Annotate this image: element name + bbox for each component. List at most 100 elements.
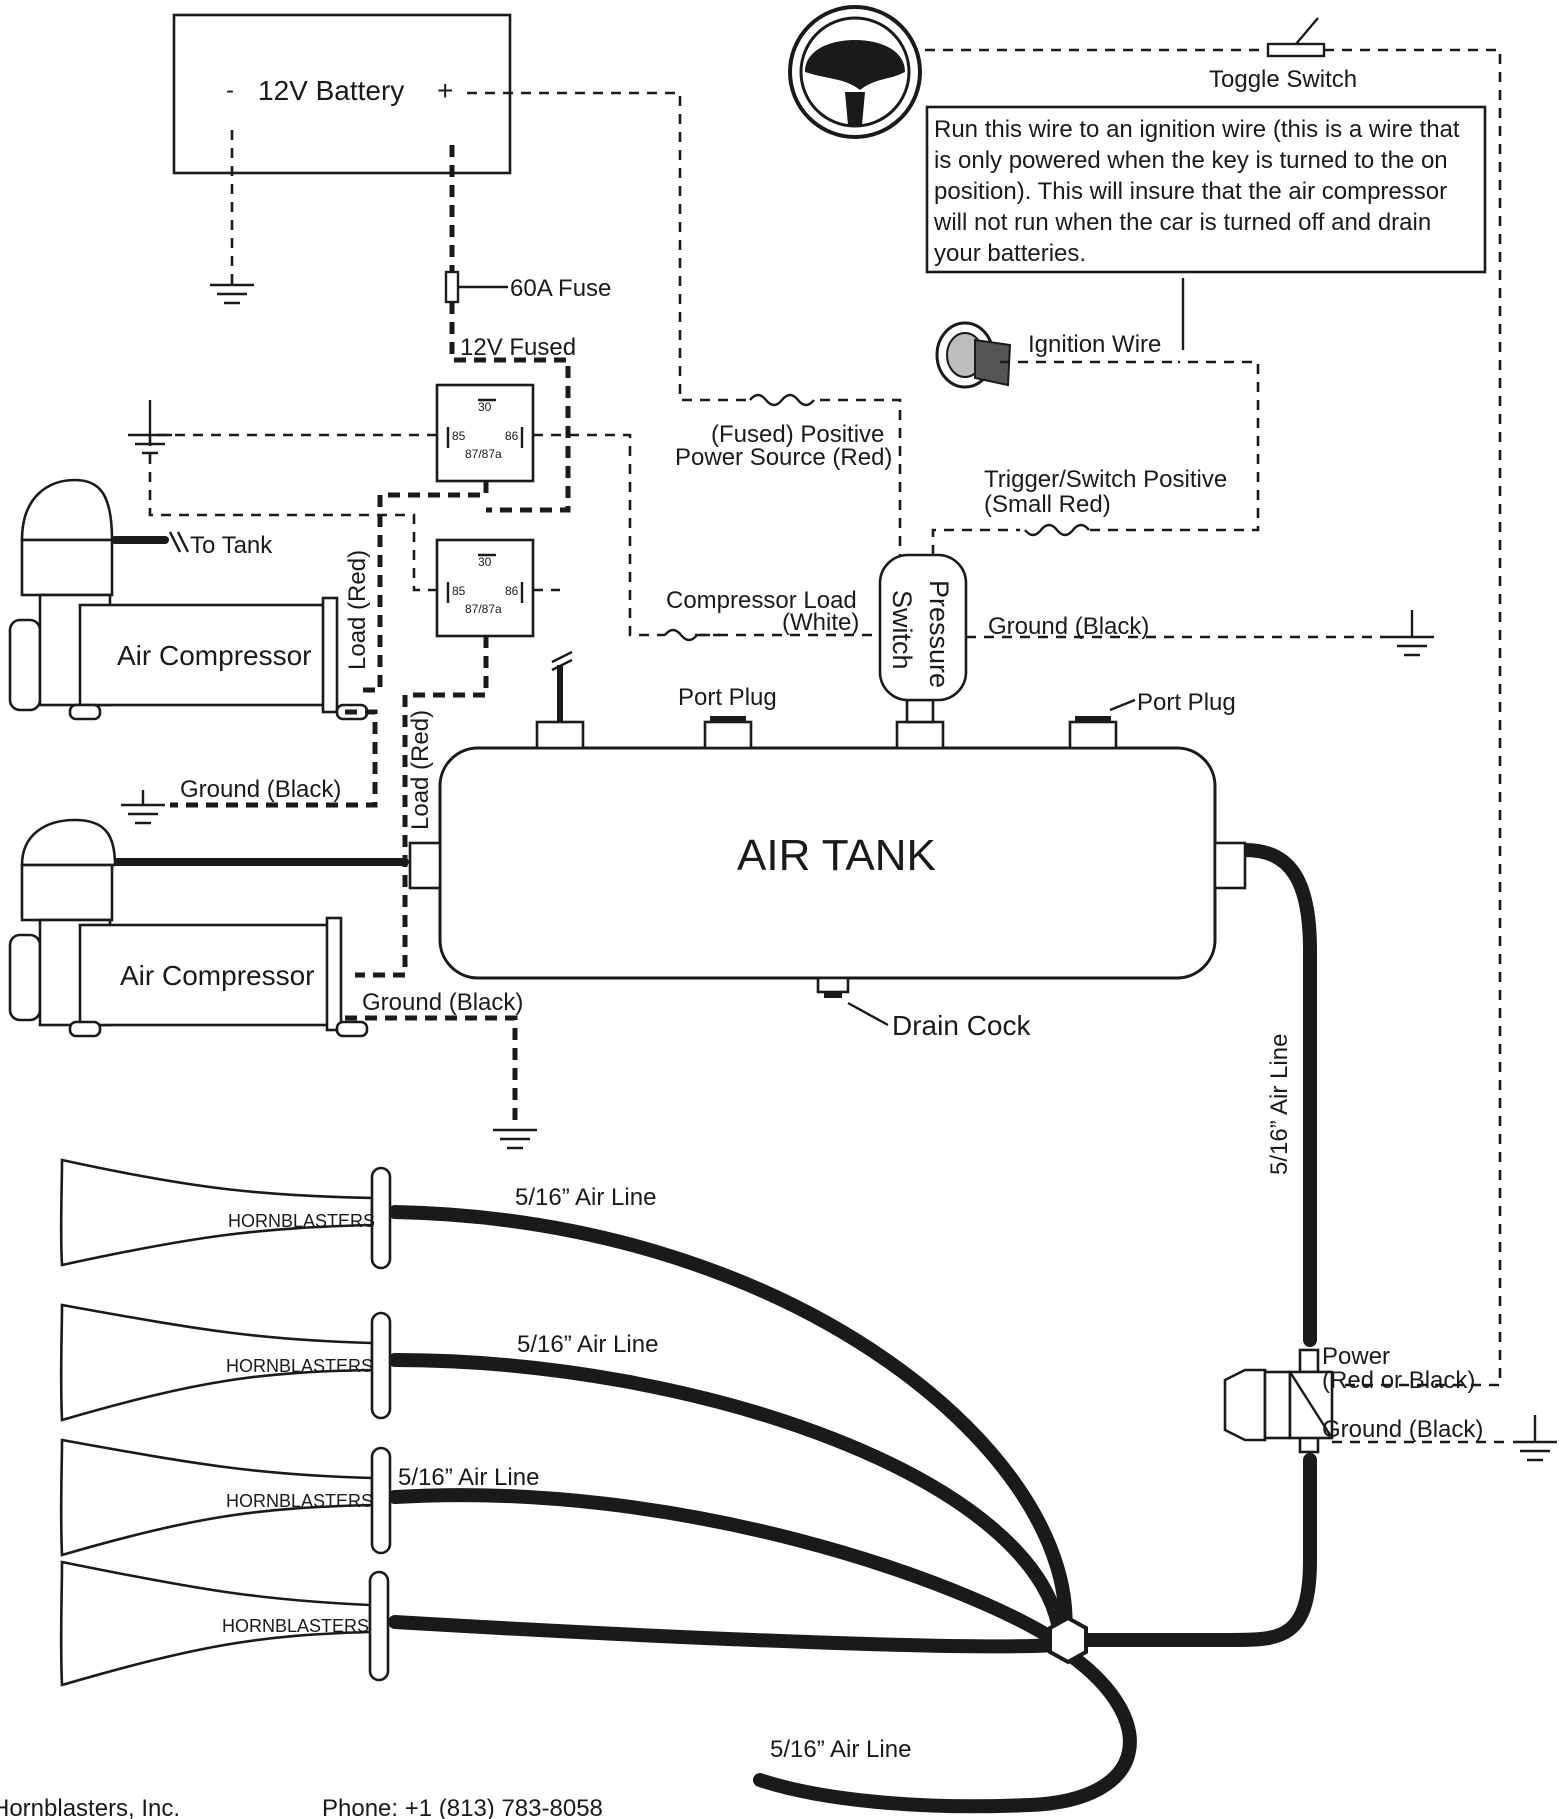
ground-symbol-compressor-bottom	[493, 1128, 537, 1150]
ignition-note-box	[925, 105, 1487, 274]
fuse-60a	[444, 270, 460, 304]
relay-coil-ground-wire	[148, 433, 437, 592]
air-line-label-1: 5/16” Air Line	[515, 1184, 656, 1211]
relay-bottom-load-wire	[355, 636, 489, 978]
horn-3: HORNBLASTERS	[59, 1438, 392, 1557]
ground-label-compressor-top: Ground (Black)	[180, 776, 341, 803]
battery-label: 12V Battery	[258, 75, 404, 106]
horn-2: HORNBLASTERS	[59, 1303, 392, 1422]
air-compressor-bottom: Air Compressor	[8, 818, 369, 1038]
note-line-2: is only powered when the key is turned t…	[934, 147, 1448, 174]
ground-symbol-pressure-switch	[1390, 610, 1434, 657]
load-red-bottom-label: Load (Red)	[407, 710, 434, 830]
solenoid-valve	[1223, 1348, 1334, 1454]
compressor-bottom-ground-wire	[345, 1015, 518, 1125]
air-hoses	[111, 536, 1317, 1814]
trigger-wire	[931, 360, 1260, 555]
note-line-3: position). This will insure that the air…	[934, 178, 1447, 205]
relay-top-pin85: 85	[452, 429, 466, 443]
wire-coil-trigger	[1024, 523, 1090, 537]
compressor-top-ground-wire	[170, 709, 378, 808]
air-line-vertical-label: 5/16” Air Line	[1266, 1034, 1293, 1175]
battery-to-fuse-wire	[449, 145, 571, 513]
note-line-5: your batteries.	[934, 240, 1086, 267]
wire-coil-fused	[749, 393, 815, 407]
ground-label-pressure-switch: Ground (Black)	[988, 613, 1149, 640]
relay-bottom-pin86: 86	[505, 584, 519, 598]
port-plug-2-label: Port Plug	[1137, 689, 1236, 716]
horn-4: HORNBLASTERS	[59, 1560, 390, 1687]
note-line-4: will not run when the car is turned off …	[933, 209, 1431, 236]
relay-top-load-wire	[355, 481, 489, 693]
relay-coil-86-wire	[533, 433, 720, 637]
tank-port-pressure-switch	[895, 698, 945, 750]
to-tank-label: To Tank	[190, 532, 273, 559]
load-red-top-label: Load (Red)	[344, 550, 371, 670]
horn-1: HORNBLASTERS	[59, 1158, 392, 1270]
relay-bottom: 30 85 86 87/87a	[435, 538, 535, 638]
horn-4-brand: HORNBLASTERS	[222, 1616, 369, 1636]
battery-neg-label: -	[226, 77, 234, 104]
ground-symbol-relay	[128, 400, 172, 455]
steering-wheel-icon	[788, 5, 922, 139]
fuse-label: 60A Fuse	[510, 275, 611, 302]
compressor-top-label: Air Compressor	[117, 640, 311, 671]
ground-symbol-battery	[210, 283, 254, 305]
horn-3-brand: HORNBLASTERS	[226, 1491, 373, 1511]
fused-positive-line2: Power Source (Red)	[675, 444, 892, 471]
air-tank-label: AIR TANK	[737, 831, 936, 880]
ground-label-compressor-bottom: Ground (Black)	[362, 989, 523, 1016]
hose-tank-to-manifold	[1238, 843, 1317, 1347]
compressor-bottom-label: Air Compressor	[120, 960, 314, 991]
manifold-fitting	[1048, 1615, 1088, 1665]
fused-positive-wire	[467, 91, 902, 555]
relay-top-pin87: 87/87a	[465, 447, 502, 461]
air-compressor-top: Air Compressor	[8, 478, 369, 721]
ground-symbol-valve	[1513, 1415, 1557, 1462]
hose-horn2	[388, 1353, 1067, 1642]
hose-horn1	[388, 1205, 1073, 1642]
battery-pos-label: +	[437, 75, 453, 106]
tank-port-plug-2	[1068, 716, 1118, 750]
toggle-to-valve-wire	[1324, 48, 1502, 1387]
horn-1-brand: HORNBLASTERS	[228, 1211, 375, 1231]
pressure-switch-line2: Switch	[887, 590, 917, 670]
fused-label: 12V Fused	[460, 334, 576, 361]
drain-cock	[816, 976, 889, 1027]
air-line-label-2: 5/16” Air Line	[517, 1331, 658, 1358]
pressure-switch	[878, 553, 968, 702]
hose-horn4	[388, 1615, 1062, 1654]
air-line-label-3: 5/16” Air Line	[398, 1464, 539, 1491]
hose-horn3	[388, 1488, 1062, 1647]
air-line-label-4: 5/16” Air Line	[770, 1736, 911, 1763]
fused-positive-line1: (Fused) Positive	[711, 421, 884, 448]
ignition-wire-label: Ignition Wire	[1028, 331, 1161, 358]
relay-top: 30 85 86 87/87a	[435, 383, 535, 483]
compressor-load-line2: (White)	[782, 609, 859, 636]
hose-loop-bottom	[753, 1648, 1137, 1814]
relay-bottom-pin85: 85	[452, 584, 466, 598]
tank-inlet-left	[408, 841, 442, 890]
wire-coil-load	[664, 628, 698, 642]
hose-valve-to-manifold	[1068, 1453, 1317, 1647]
relay-bottom-pin30: 30	[478, 555, 492, 569]
trigger-line2: (Small Red)	[984, 491, 1111, 518]
footer-company: Hornblasters, Inc.	[0, 1795, 180, 1819]
tank-port-safety	[535, 650, 585, 750]
toggle-switch-label: Toggle Switch	[1209, 66, 1357, 93]
tank-port-plug-1	[703, 716, 753, 750]
horn-2-brand: HORNBLASTERS	[226, 1356, 373, 1376]
toggle-switch-icon	[1266, 17, 1326, 58]
relay-top-pin86: 86	[505, 429, 519, 443]
valve-ground-label: Ground (Black)	[1322, 1416, 1483, 1443]
valve-power-line2: (Red or Black)	[1322, 1367, 1475, 1394]
compressor-load-line1: Compressor Load	[666, 587, 857, 614]
relay-bottom-pin87: 87/87a	[465, 602, 502, 616]
note-line-1: Run this wire to an ignition wire (this …	[934, 116, 1460, 143]
valve-power-line1: Power	[1322, 1343, 1390, 1370]
ground-symbol-compressor-top	[121, 790, 165, 825]
ignition-key-icon	[935, 321, 1012, 389]
trigger-line1: Trigger/Switch Positive	[984, 466, 1227, 493]
relay-top-pin30: 30	[478, 400, 492, 414]
